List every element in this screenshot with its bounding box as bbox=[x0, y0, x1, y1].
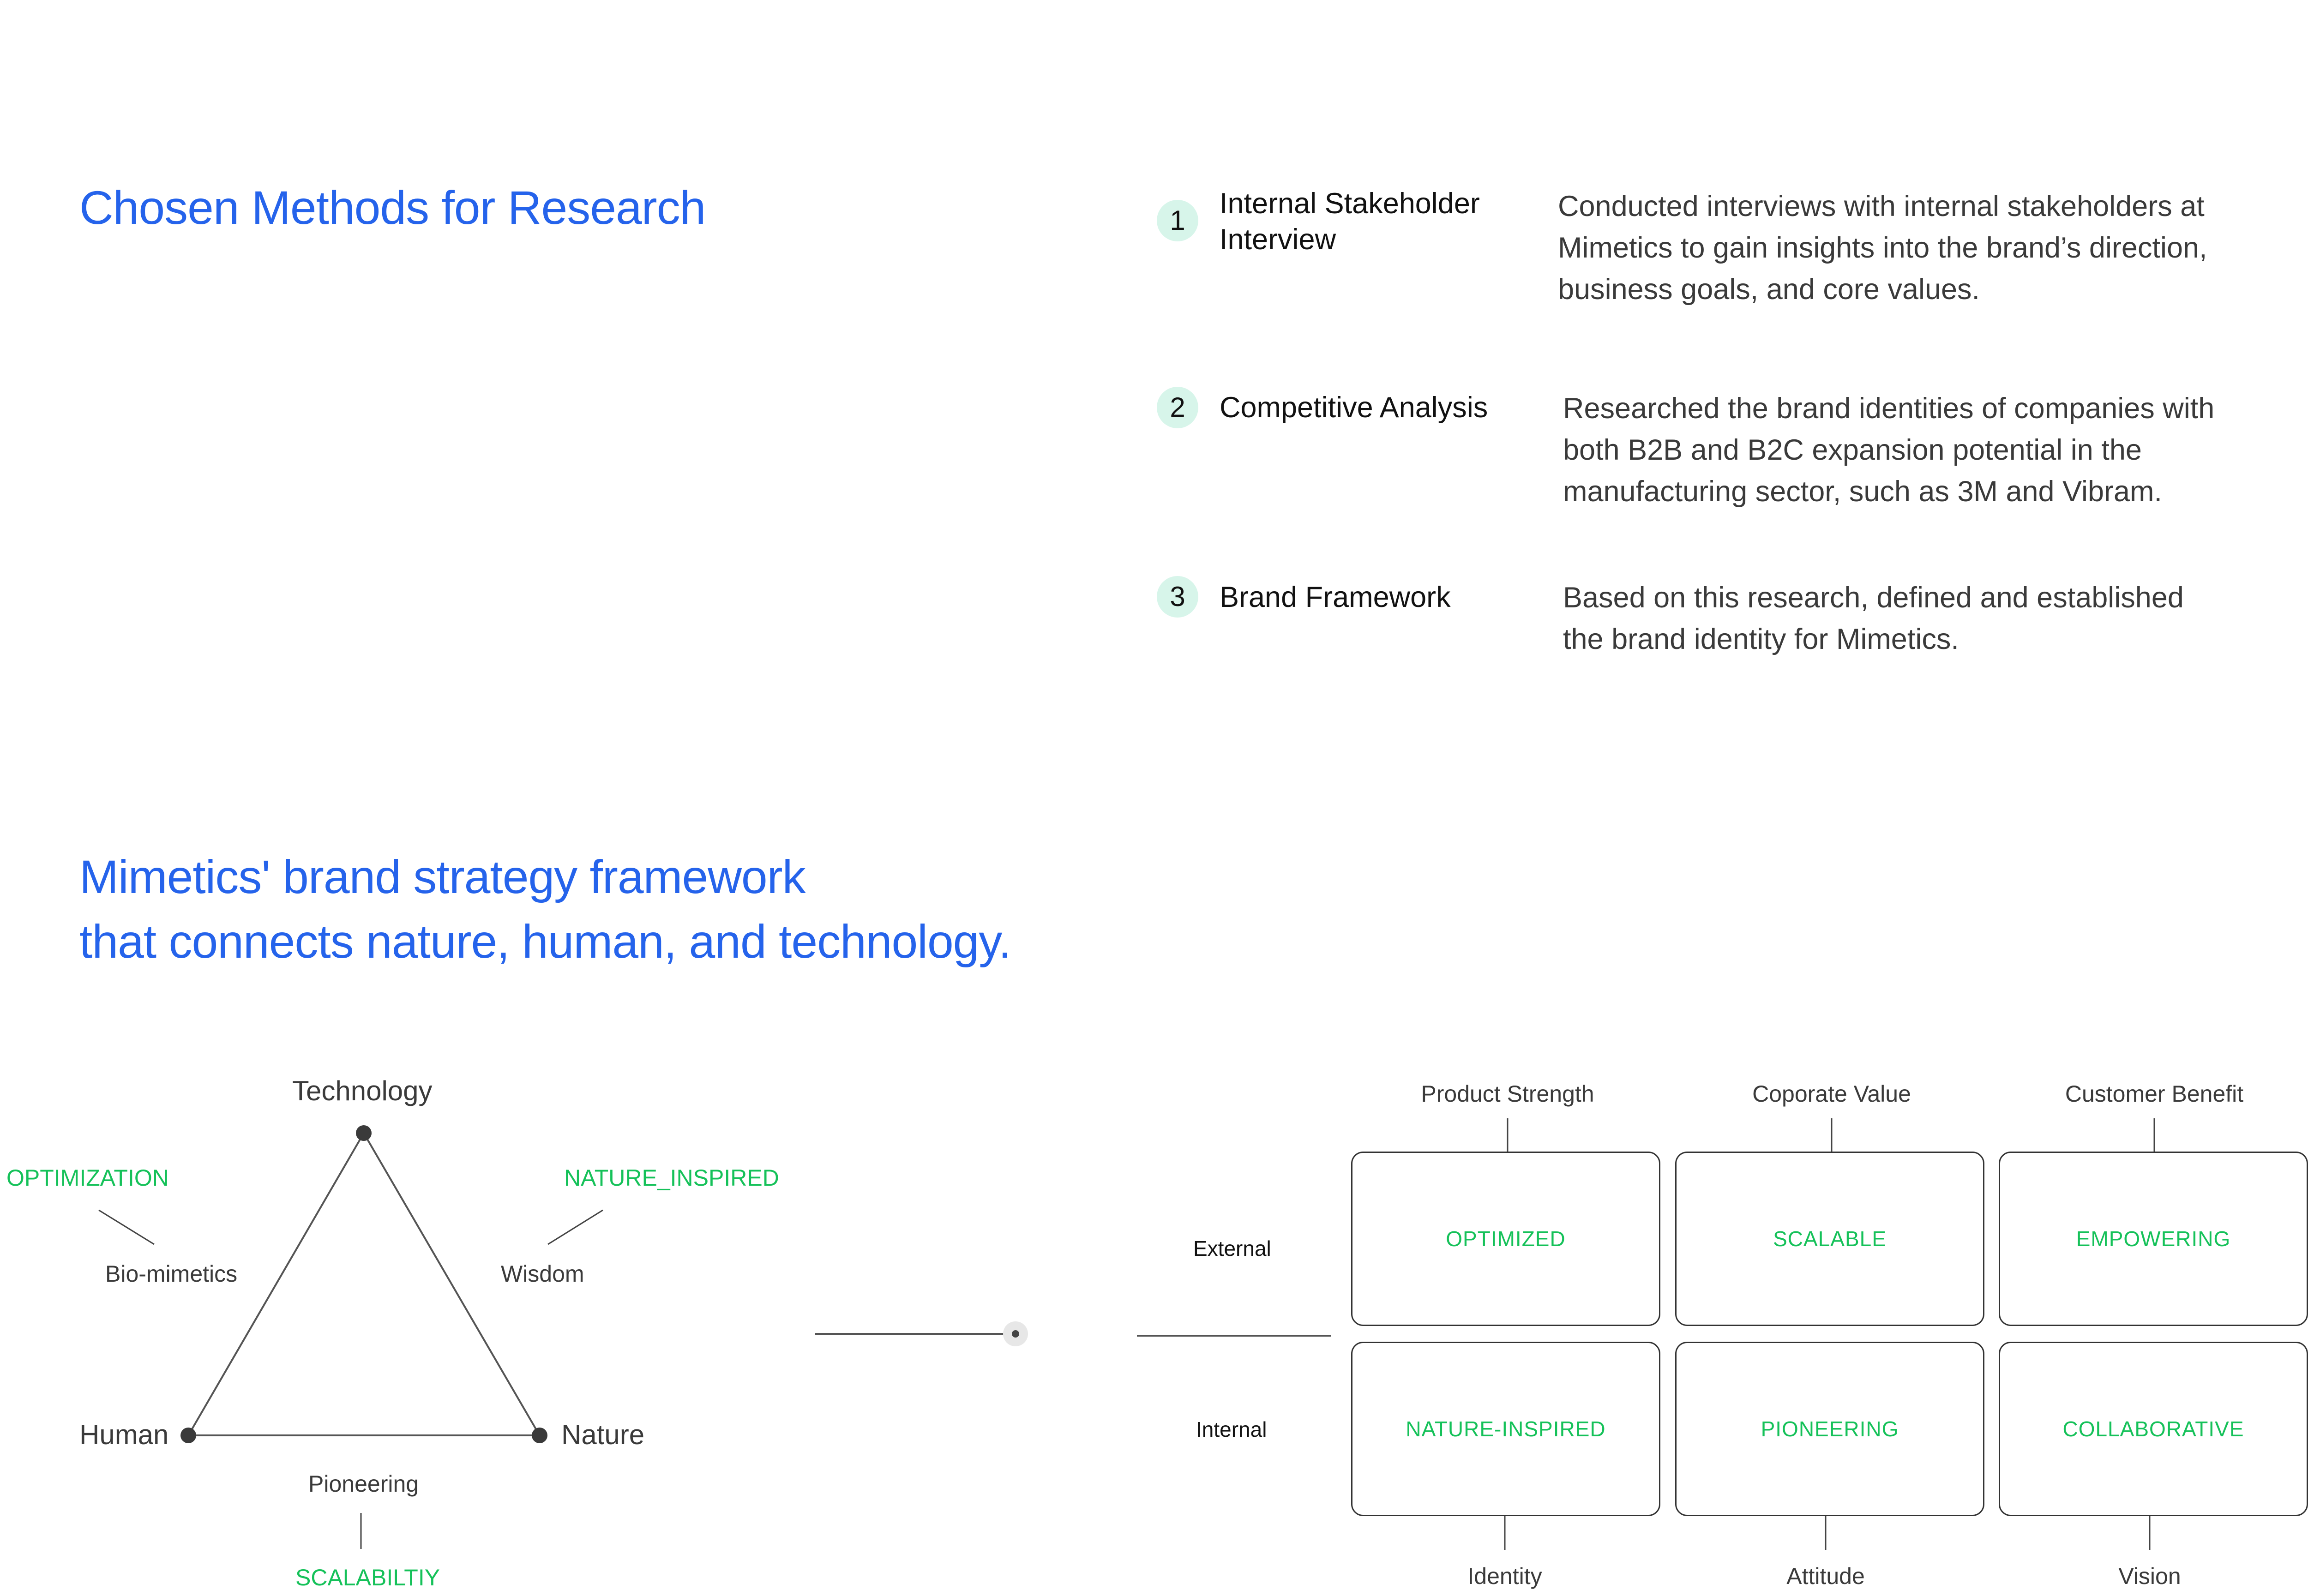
bottom-label: Vision bbox=[2118, 1563, 2181, 1589]
matrix-cell: SCALABLE bbox=[1675, 1152, 1984, 1326]
connector-optimization bbox=[98, 1209, 155, 1245]
column-header: Product Strength bbox=[1421, 1081, 1594, 1107]
vertex-dot-nature bbox=[532, 1428, 547, 1443]
method-number-badge: 2 bbox=[1157, 387, 1198, 428]
method-description: Based on this research, defined and esta… bbox=[1563, 582, 2184, 655]
method-title: Brand Framework bbox=[1220, 581, 1451, 613]
edge-label-bio-mimetics: Bio-mimetics bbox=[105, 1261, 238, 1287]
methods-heading: Chosen Methods for Research bbox=[79, 181, 706, 234]
framework-heading-line-1: Mimetics' brand strategy framework bbox=[79, 851, 806, 903]
bottom-label: Identity bbox=[1467, 1563, 1542, 1589]
row-label-internal: Internal bbox=[1196, 1417, 1267, 1441]
tag-nature-inspired: NATURE_INSPIRED bbox=[564, 1165, 779, 1191]
method-title: Competitive Analysis bbox=[1220, 391, 1488, 424]
framework-heading-line-2: that connects nature, human, and technol… bbox=[79, 915, 1011, 968]
triangle-edge-left bbox=[187, 1132, 365, 1436]
vertex-label-technology: Technology bbox=[292, 1075, 433, 1106]
tag-optimization: OPTIMIZATION bbox=[6, 1165, 169, 1191]
method-number-badge: 3 bbox=[1157, 576, 1198, 618]
connector-nature-inspired bbox=[547, 1209, 603, 1245]
vertex-dot-human bbox=[180, 1428, 196, 1443]
triangle-diagram bbox=[187, 1132, 541, 1436]
bottom-label: Attitude bbox=[1786, 1563, 1865, 1589]
column-header: Customer Benefit bbox=[2065, 1081, 2244, 1107]
method-description: Researched the brand identities of compa… bbox=[1563, 392, 2215, 508]
matrix-cell: OPTIMIZED bbox=[1351, 1152, 1660, 1326]
matrix-cell: EMPOWERING bbox=[1999, 1152, 2308, 1326]
edge-label-wisdom: Wisdom bbox=[501, 1261, 584, 1287]
tag-scalability: SCALABILTIY bbox=[295, 1565, 440, 1590]
method-title: Internal Stakeholder Interview bbox=[1220, 187, 1480, 256]
vertex-label-human: Human bbox=[79, 1419, 169, 1450]
method-number-badge: 1 bbox=[1157, 200, 1198, 241]
row-label-external: External bbox=[1193, 1236, 1271, 1260]
edge-label-pioneering: Pioneering bbox=[308, 1471, 419, 1497]
vertex-label-nature: Nature bbox=[561, 1419, 645, 1450]
matrix-cell: NATURE-INSPIRED bbox=[1351, 1342, 1660, 1516]
column-header: Coporate Value bbox=[1752, 1081, 1911, 1107]
triangle-edge-right bbox=[363, 1132, 541, 1436]
connector-end-dot bbox=[1012, 1330, 1019, 1338]
method-description: Conducted interviews with internal stake… bbox=[1558, 190, 2207, 306]
matrix-cell: COLLABORATIVE bbox=[1999, 1342, 2308, 1516]
matrix-cell: PIONEERING bbox=[1675, 1342, 1984, 1516]
vertex-dot-technology bbox=[356, 1125, 372, 1141]
